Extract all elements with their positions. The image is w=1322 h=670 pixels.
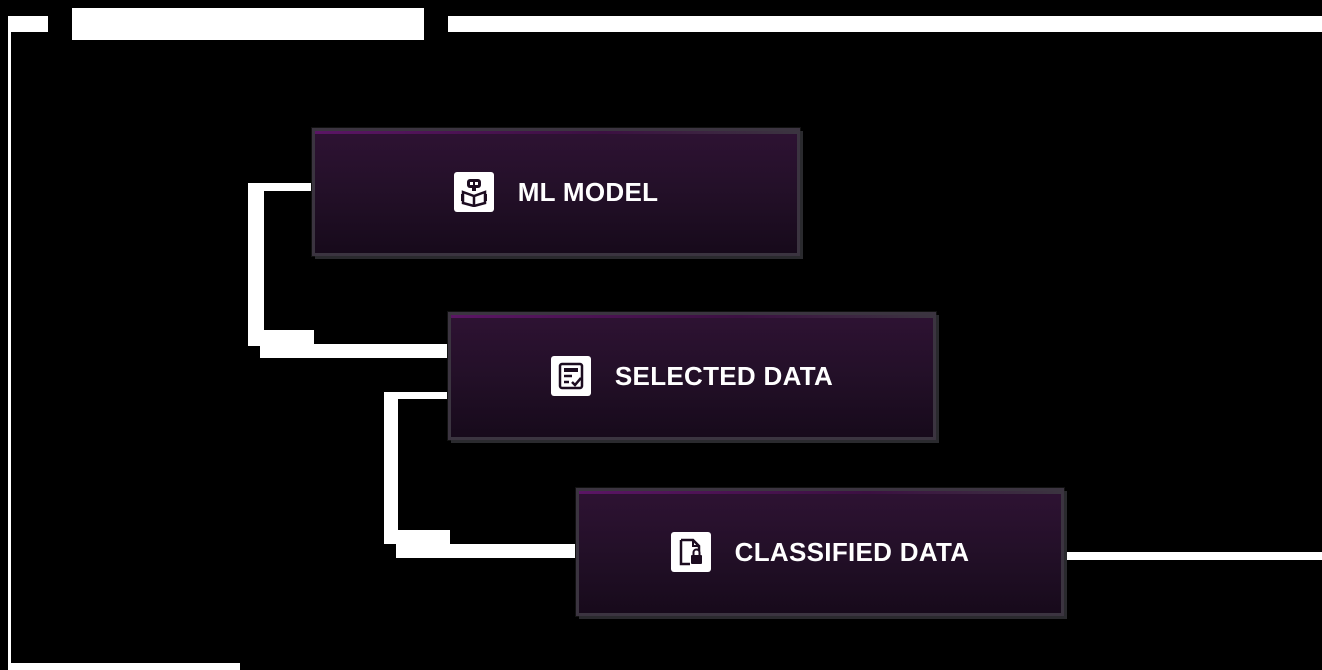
diagram-title-block <box>72 8 424 40</box>
frame-left-edge <box>8 16 11 670</box>
frame-right-exit-line <box>1062 552 1322 560</box>
frame-bottom-left-segment <box>8 663 240 670</box>
frame-top-right-segment <box>448 16 1322 32</box>
connector-selected-data-to-classified-data-tail <box>396 544 580 558</box>
connector-ml-model-to-selected-data <box>248 183 314 346</box>
node-ml-model-label: ML MODEL <box>517 176 659 207</box>
connector-ml-model-to-selected-data-tail <box>260 344 448 358</box>
connector-selected-data-to-classified-data <box>384 392 450 544</box>
node-selected-data: SELECTED DATA <box>448 312 936 440</box>
node-classified-data-label: CLASSIFIED DATA <box>734 536 970 567</box>
node-classified-data: CLASSIFIED DATA <box>576 488 1064 616</box>
checklist-icon <box>550 356 591 396</box>
locked-file-icon <box>670 532 711 572</box>
node-ml-model: ML MODEL <box>312 128 800 256</box>
robot-book-icon <box>453 172 494 212</box>
node-selected-data-label: SELECTED DATA <box>614 360 834 391</box>
frame-top-left-segment <box>8 16 48 32</box>
